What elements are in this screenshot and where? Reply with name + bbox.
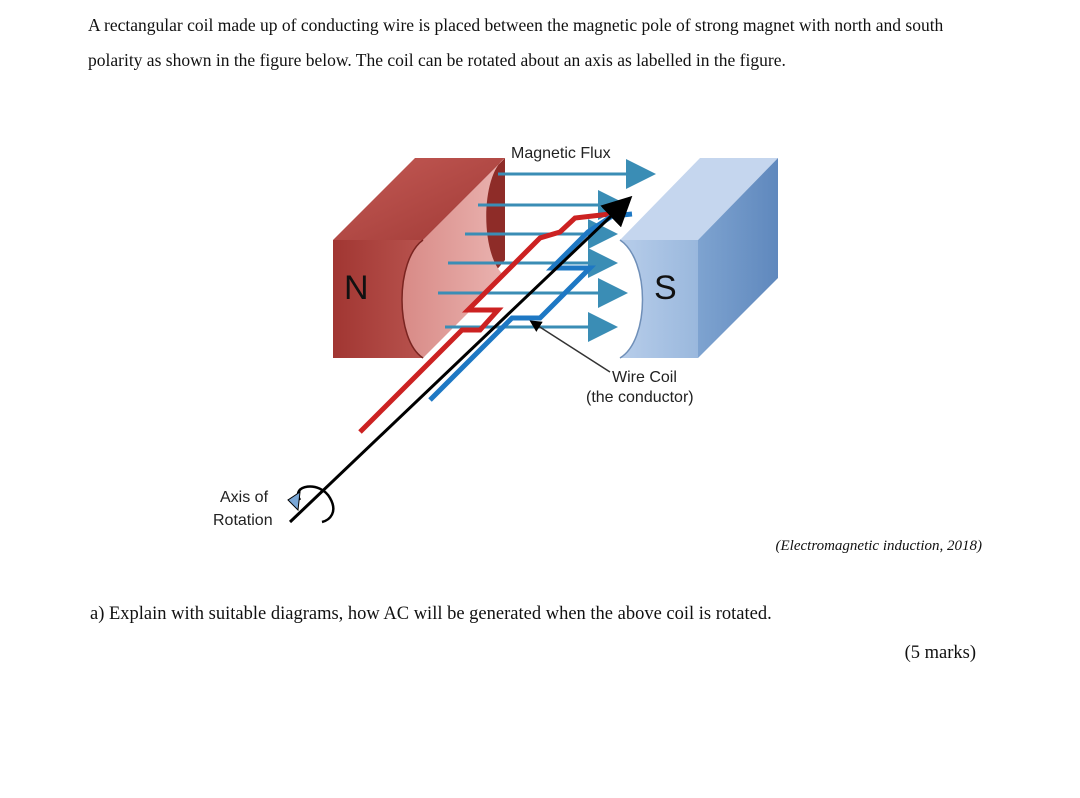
figure-citation: (Electromagnetic induction, 2018) — [775, 538, 982, 554]
flux-label: Magnetic Flux — [511, 145, 611, 162]
marks-label: (5 marks) — [904, 643, 976, 663]
question-a: a) Explain with suitable diagrams, how A… — [90, 604, 772, 624]
intro-paragraph: A rectangular coil made up of conducting… — [88, 15, 944, 70]
wire-coil-red — [358, 211, 611, 434]
rotation-axis — [287, 195, 633, 524]
south-magnet — [619, 158, 778, 359]
axis-label-line2: Rotation — [213, 512, 273, 529]
north-label: N — [344, 269, 369, 307]
coil-label-line2: (the conductor) — [586, 389, 694, 406]
south-label: S — [654, 269, 677, 307]
north-magnet — [333, 158, 505, 359]
axis-label-line1: Axis of — [220, 489, 269, 506]
coil-pointer — [529, 320, 611, 373]
coil-label-line1: Wire Coil — [612, 369, 677, 386]
